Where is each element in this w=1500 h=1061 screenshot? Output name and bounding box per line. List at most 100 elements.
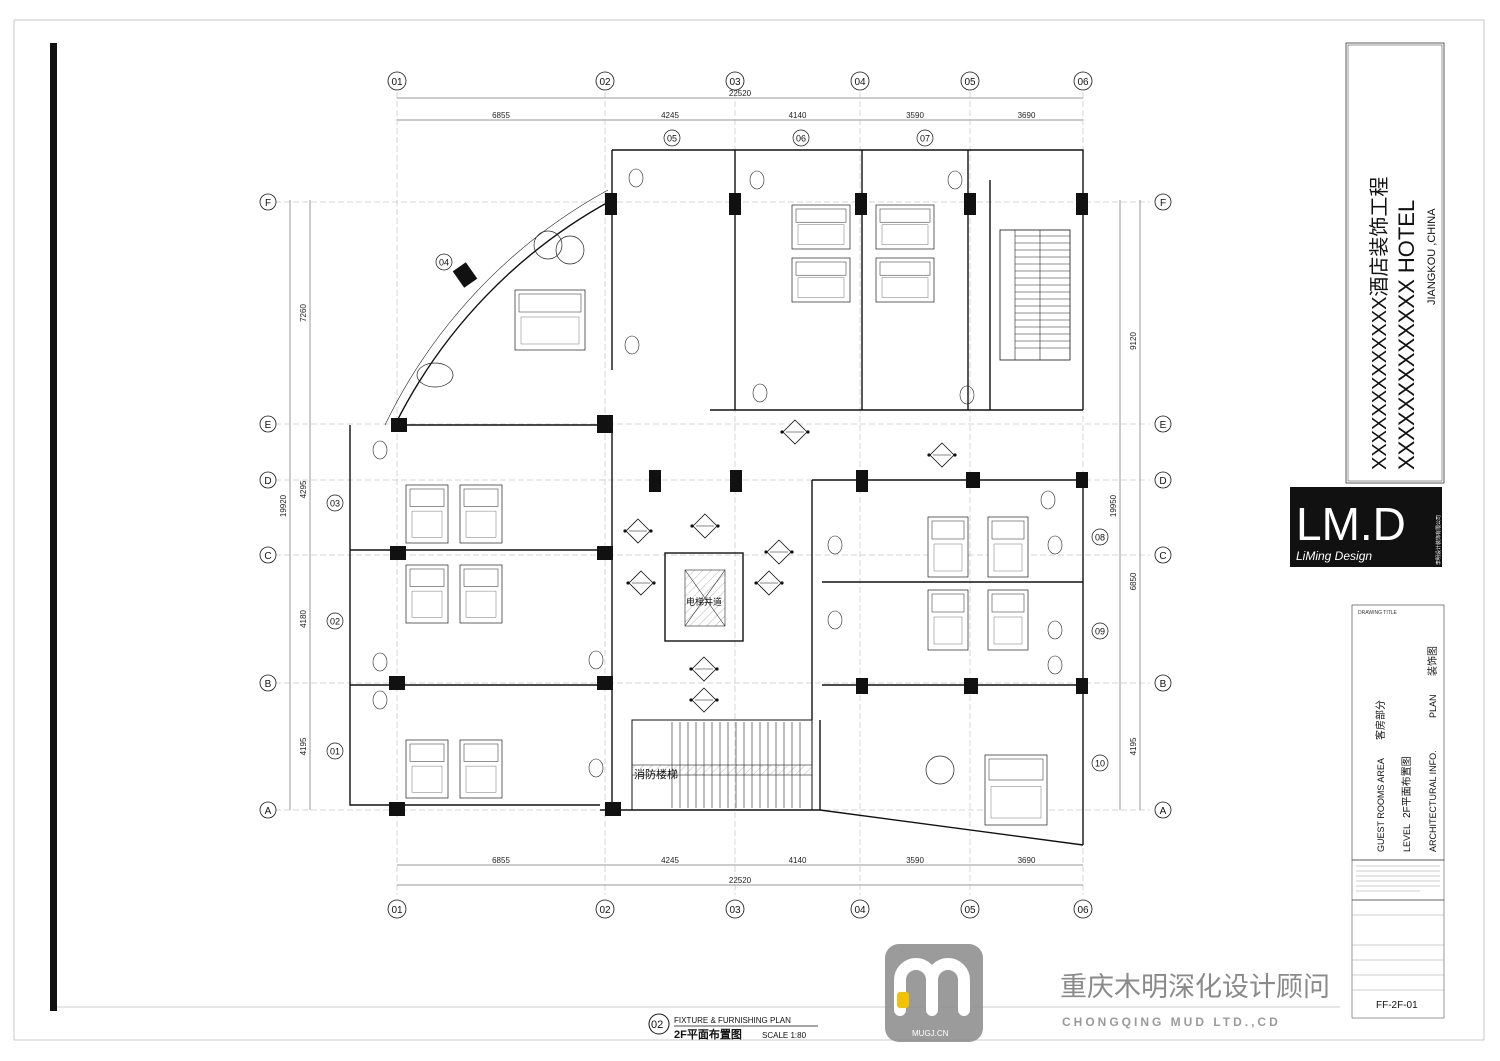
plan-caption: 02 FIXTURE & FURNISHING PLAN 2F平面布置图 SCA…	[648, 1013, 818, 1041]
room-furniture	[372, 168, 1063, 826]
grid-col-label: 05	[964, 905, 976, 916]
caption-number: 02	[651, 1019, 663, 1031]
grid-bubble-col: 06	[1073, 71, 1093, 91]
grid-bubble-row: A	[259, 801, 277, 819]
dimension-value: 22520	[729, 876, 752, 885]
dimension-value: 3590	[906, 856, 924, 865]
grid-lines	[275, 92, 1150, 895]
round-table	[925, 755, 955, 785]
room-number-label: 01	[330, 747, 340, 757]
grid-col-label: 01	[391, 905, 403, 916]
dimension-value: 22520	[729, 89, 752, 98]
grid-bubble-row: B	[259, 674, 277, 692]
dimension-value: 4195	[1129, 737, 1138, 755]
toilet	[752, 383, 768, 403]
toilet	[628, 168, 644, 188]
watermark-company-en: CHONGQING MUD LTD.,CD	[1062, 1015, 1281, 1029]
caption-cn: 2F平面布置图	[674, 1027, 742, 1041]
logo-box	[1290, 487, 1442, 567]
bed	[459, 564, 503, 624]
grid-bubble-row: F	[1154, 193, 1172, 211]
level-en: LEVEL	[1402, 824, 1412, 852]
logo-sub: LiMing Design	[1296, 549, 1372, 563]
grid-bubble-row: B	[1154, 674, 1172, 692]
grid-row-label: F	[1160, 198, 1166, 209]
dimension-value: 4245	[661, 111, 679, 120]
bed	[875, 204, 935, 250]
grid-row-label: A	[265, 806, 272, 817]
toilet	[827, 610, 843, 630]
grid-bubble-col: 01	[387, 71, 407, 91]
room-number-label: 10	[1095, 759, 1105, 769]
dimension-value: 3690	[1018, 856, 1036, 865]
toilet	[1047, 655, 1063, 675]
plan-en: PLAN	[1428, 694, 1438, 718]
room-number-label: 04	[439, 258, 449, 268]
dimension-value: 6855	[492, 856, 510, 865]
grid-row-label: E	[1160, 420, 1167, 431]
grid-bubble-row: C	[259, 546, 277, 564]
grid-row-label: F	[265, 198, 271, 209]
toilet	[372, 690, 388, 710]
room-number: 10	[1091, 754, 1109, 772]
grid-col-label: 02	[599, 905, 611, 916]
grid-row-label: C	[1159, 551, 1166, 562]
dimension-value: 4295	[299, 480, 308, 498]
room-number-label: 08	[1095, 533, 1105, 543]
grid-col-label: 01	[391, 77, 403, 88]
toilet	[372, 652, 388, 672]
elevator-shaft: 电梯井道	[664, 552, 744, 642]
grid-col-label: 06	[1077, 905, 1089, 916]
toilet	[749, 170, 765, 190]
level-cn: 2F平面布置图	[1401, 756, 1413, 818]
bed	[405, 564, 449, 624]
bed	[927, 516, 969, 578]
dimension-labels: 6855685542454245414041403590359036903690…	[279, 89, 1138, 885]
grid-bubble-col: 01	[387, 899, 407, 919]
sheet-border	[13, 19, 1485, 1041]
grid-row-label: B	[265, 679, 272, 690]
room-number: 04	[435, 253, 453, 271]
grid-bubble-row: C	[1154, 546, 1172, 564]
grid-col-label: 04	[854, 905, 866, 916]
toilet	[624, 335, 640, 355]
drawing-number: FF-2F-01	[1376, 1000, 1418, 1011]
grid-bubble-col: 03	[725, 71, 745, 91]
bed	[791, 204, 851, 250]
bed	[987, 589, 1029, 651]
grid-bubble-row: F	[259, 193, 277, 211]
toilet	[947, 170, 963, 190]
grid-bubble-row: A	[1154, 801, 1172, 819]
grid-bubble-col: 03	[725, 899, 745, 919]
grid-col-label: 06	[1077, 77, 1089, 88]
grid-col-label: 03	[729, 77, 741, 88]
toilet	[1040, 490, 1056, 510]
bed	[987, 516, 1029, 578]
dimension-lines	[289, 97, 1141, 886]
room-number: 07	[916, 129, 934, 147]
caption-en: FIXTURE & FURNISHING PLAN	[674, 1016, 791, 1025]
grid-row-label: E	[265, 420, 272, 431]
grid-bubble-col: 02	[595, 899, 615, 919]
bathtub	[416, 362, 454, 388]
project-name-en: XXXXXXXXXXXXX HOTEL	[1394, 200, 1419, 470]
grid-bubble-row: E	[1154, 415, 1172, 433]
area-en: GUEST ROOMS AREA	[1376, 758, 1386, 852]
room-number: 06	[792, 129, 810, 147]
bed	[984, 754, 1048, 826]
dimension-value: 4245	[661, 856, 679, 865]
fire-stair-label: 消防楼梯	[634, 767, 678, 781]
bed	[875, 257, 935, 303]
logo-side-text: 李明设计装饰有限公司	[1435, 515, 1442, 565]
bed	[405, 739, 449, 799]
structural-columns	[389, 193, 1088, 816]
corridor-tags	[623, 419, 957, 713]
type-en: ARCHITECTURAL INFO.	[1428, 750, 1438, 852]
dimension-value: 9120	[1129, 332, 1138, 350]
room-number-label: 05	[667, 134, 677, 144]
grid-row-label: D	[264, 476, 271, 487]
bed	[459, 484, 503, 544]
dimension-value: 3690	[1018, 111, 1036, 120]
